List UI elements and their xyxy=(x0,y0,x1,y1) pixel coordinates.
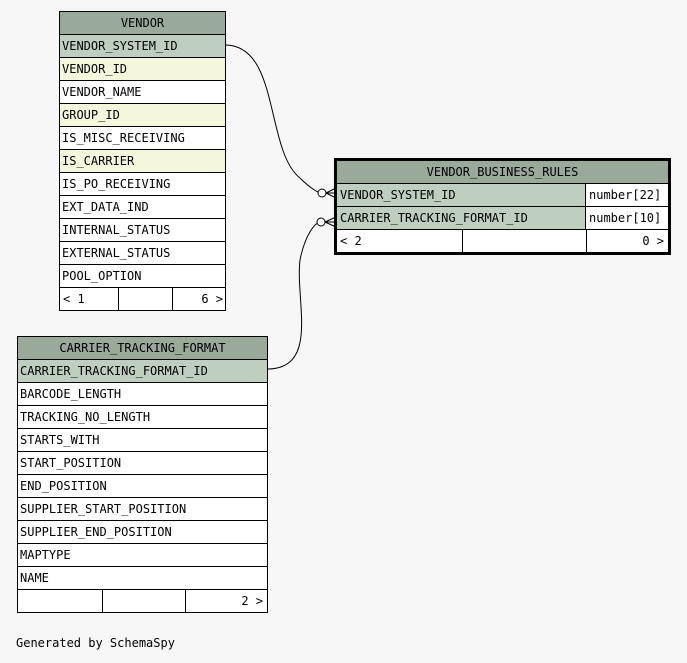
vendor-column[interactable]: INTERNAL_STATUS xyxy=(60,218,225,241)
generated-by-footer[interactable]: Generated by SchemaSpy xyxy=(16,636,175,650)
relationship-vendor-to-rules xyxy=(224,44,323,194)
vendor-table[interactable]: VENDOR VENDOR_SYSTEM_ID VENDOR_ID VENDOR… xyxy=(59,11,226,311)
vendor-column[interactable]: GROUP_ID xyxy=(60,103,225,126)
ctf-column[interactable]: NAME xyxy=(18,566,267,589)
carrier-tracking-format-table[interactable]: CARRIER_TRACKING_FORMAT CARRIER_TRACKING… xyxy=(17,336,268,613)
rules-children-link[interactable]: 0 > xyxy=(586,230,668,252)
rules-parents-link[interactable]: < 2 xyxy=(340,234,362,248)
vendor-column[interactable]: IS_PO_RECEIVING xyxy=(60,172,225,195)
ctf-column[interactable]: START_POSITION xyxy=(18,451,267,474)
vendor-column[interactable]: VENDOR_SYSTEM_ID xyxy=(60,34,225,57)
ctf-column[interactable]: BARCODE_LENGTH xyxy=(18,382,267,405)
vendor-column[interactable]: IS_MISC_RECEIVING xyxy=(60,126,225,149)
rules-table-title[interactable]: VENDOR_BUSINESS_RULES xyxy=(337,161,668,183)
ctf-column[interactable]: MAPTYPE xyxy=(18,543,267,566)
vendor-column[interactable]: EXTERNAL_STATUS xyxy=(60,241,225,264)
relationship-ctf-to-rules xyxy=(266,221,322,370)
optional-marker-vendor xyxy=(317,188,327,198)
vendor-column[interactable]: IS_CARRIER xyxy=(60,149,225,172)
vendor-column[interactable]: EXT_DATA_IND xyxy=(60,195,225,218)
rules-column-name[interactable]: CARRIER_TRACKING_FORMAT_ID xyxy=(337,207,586,229)
rules-column-name[interactable]: VENDOR_SYSTEM_ID xyxy=(337,184,586,206)
vendor-column[interactable]: VENDOR_NAME xyxy=(60,80,225,103)
ctf-table-title[interactable]: CARRIER_TRACKING_FORMAT xyxy=(18,337,267,359)
ctf-footer-spacer xyxy=(102,590,185,612)
vendor-parents-link[interactable]: < 1 xyxy=(63,292,85,306)
rules-column-row[interactable]: VENDOR_SYSTEM_ID number[22] xyxy=(337,183,668,206)
ctf-column[interactable]: END_POSITION xyxy=(18,474,267,497)
vendor-business-rules-table[interactable]: VENDOR_BUSINESS_RULES VENDOR_SYSTEM_ID n… xyxy=(334,158,671,255)
rules-column-row[interactable]: CARRIER_TRACKING_FORMAT_ID number[10] xyxy=(337,206,668,229)
vendor-table-title[interactable]: VENDOR xyxy=(60,12,225,34)
rules-footer-spacer xyxy=(462,230,586,252)
ctf-column[interactable]: CARRIER_TRACKING_FORMAT_ID xyxy=(18,359,267,382)
rules-column-type: number[22] xyxy=(586,184,668,206)
vendor-column[interactable]: POOL_OPTION xyxy=(60,264,225,287)
vendor-column[interactable]: VENDOR_ID xyxy=(60,57,225,80)
rules-footer: < 2 0 > xyxy=(337,229,668,252)
optional-marker-ctf xyxy=(316,217,326,227)
ctf-column[interactable]: TRACKING_NO_LENGTH xyxy=(18,405,267,428)
ctf-footer-spacer xyxy=(18,590,102,612)
ctf-children-link[interactable]: 2 > xyxy=(185,590,267,612)
ctf-column[interactable]: SUPPLIER_END_POSITION xyxy=(18,520,267,543)
vendor-footer-spacer xyxy=(118,288,172,310)
vendor-children-link[interactable]: 6 > xyxy=(172,288,225,310)
ctf-column[interactable]: SUPPLIER_START_POSITION xyxy=(18,497,267,520)
rules-column-type: number[10] xyxy=(586,207,668,229)
vendor-footer: < 1 6 > xyxy=(60,287,225,310)
ctf-footer: 2 > xyxy=(18,589,267,612)
ctf-column[interactable]: STARTS_WITH xyxy=(18,428,267,451)
